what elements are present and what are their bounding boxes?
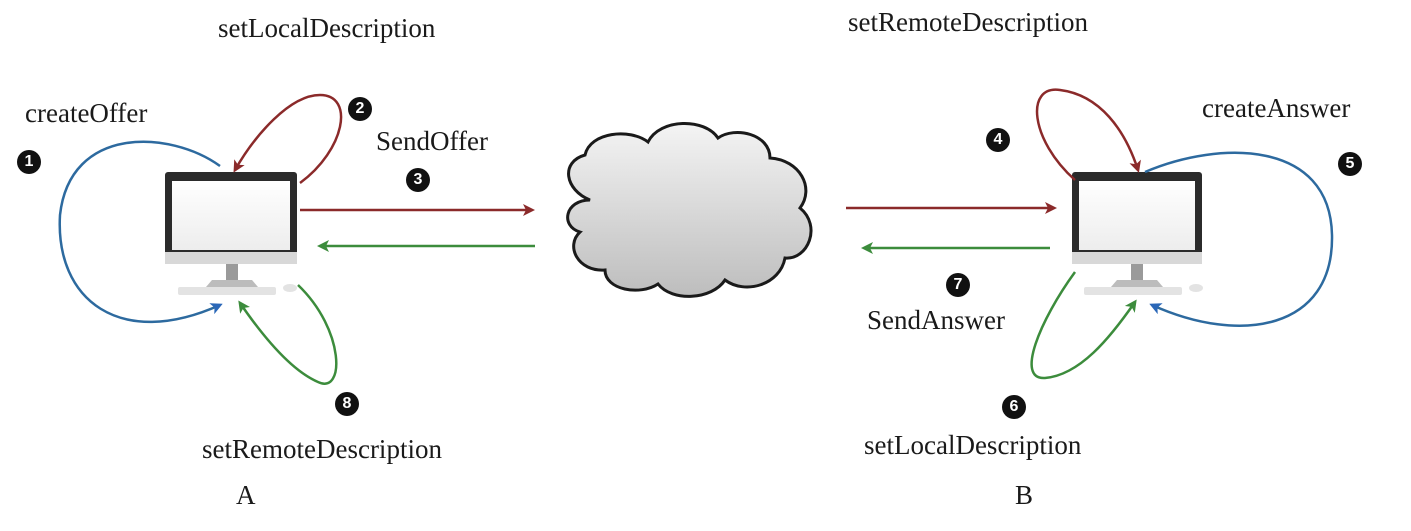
label-send-answer: SendAnswer (867, 305, 1005, 335)
step-badge-3: 3 (406, 168, 430, 192)
step-badge-2: 2 (348, 97, 372, 121)
label-set-remote-description-a: setRemoteDescription (202, 434, 442, 464)
computer-a-icon (165, 172, 297, 295)
label-send-offer: SendOffer (376, 126, 488, 156)
create-offer-loop-a (58, 140, 223, 324)
label-set-local-description-b: setLocalDescription (864, 430, 1082, 460)
step-badge-5: 5 (1338, 152, 1362, 176)
set-remote-description-loop-b (1035, 88, 1141, 181)
computer-b-icon (1072, 172, 1203, 295)
set-remote-description-loop-a (238, 284, 338, 385)
step-badge-1: 1 (17, 150, 41, 174)
cloud-icon (566, 122, 813, 298)
label-set-local-description-a: setLocalDescription (218, 13, 436, 43)
label-create-answer: createAnswer (1202, 93, 1351, 123)
step-badge-6: 6 (1002, 395, 1026, 419)
step-badge-8: 8 (335, 392, 359, 416)
label-peer-b: B (1015, 480, 1034, 510)
step-badge-7: 7 (946, 273, 970, 297)
label-create-offer: createOffer (25, 98, 148, 128)
set-local-description-loop-a (233, 93, 343, 185)
create-answer-loop-b (1144, 151, 1334, 327)
set-local-description-loop-b (1030, 271, 1137, 380)
label-peer-a: A (236, 480, 256, 510)
step-badge-4: 4 (986, 128, 1010, 152)
label-set-remote-description-b: setRemoteDescription (848, 7, 1088, 37)
